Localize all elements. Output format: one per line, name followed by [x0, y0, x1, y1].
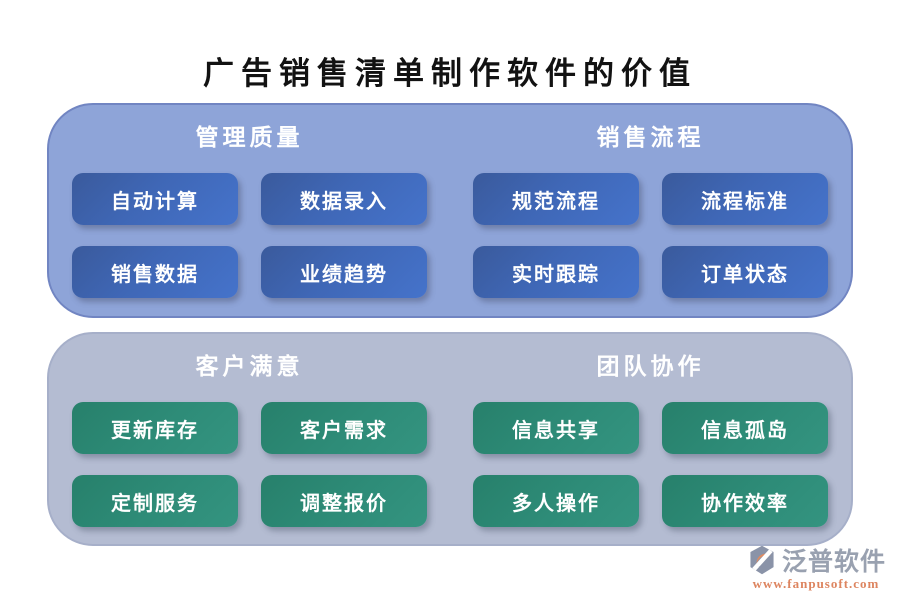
feature-button-sales-data[interactable]: 销售数据: [72, 246, 238, 298]
button-grid-customer-satisfaction: 更新库存 客户需求 定制服务 调整报价: [72, 402, 427, 527]
feature-button-customer-demand[interactable]: 客户需求: [261, 402, 427, 454]
section-header-customer-satisfaction: 客户满意: [195, 354, 304, 379]
feature-button-process-standard[interactable]: 流程标准: [662, 173, 828, 225]
brand-row: 泛普软件: [746, 542, 886, 578]
feature-button-auto-calculate[interactable]: 自动计算: [72, 173, 238, 225]
section-header-team-collaboration: 团队协作: [596, 354, 705, 379]
feature-button-custom-service[interactable]: 定制服务: [72, 475, 238, 527]
button-grid-team-collaboration: 信息共享 信息孤岛 多人操作 协作效率: [473, 402, 828, 527]
feature-button-info-sharing[interactable]: 信息共享: [473, 402, 639, 454]
section-sales-process: 销售流程 规范流程 流程标准 实时跟踪 订单状态: [450, 117, 851, 316]
feature-button-info-silo[interactable]: 信息孤岛: [662, 402, 828, 454]
feature-button-standardize-process[interactable]: 规范流程: [473, 173, 639, 225]
section-customer-satisfaction: 客户满意 更新库存 客户需求 定制服务 调整报价: [49, 346, 450, 544]
page-title: 广告销售清单制作软件的价值: [203, 56, 697, 91]
feature-button-collaboration-efficiency[interactable]: 协作效率: [662, 475, 828, 527]
section-header-management-quality: 管理质量: [195, 125, 304, 150]
button-grid-sales-process: 规范流程 流程标准 实时跟踪 订单状态: [473, 173, 828, 298]
feature-button-update-inventory[interactable]: 更新库存: [72, 402, 238, 454]
section-header-sales-process: 销售流程: [596, 125, 705, 150]
section-team-collaboration: 团队协作 信息共享 信息孤岛 多人操作 协作效率: [450, 346, 851, 544]
feature-button-adjust-quote[interactable]: 调整报价: [261, 475, 427, 527]
feature-button-order-status[interactable]: 订单状态: [662, 246, 828, 298]
section-management-quality: 管理质量 自动计算 数据录入 销售数据 业绩趋势: [49, 117, 450, 316]
panel-customer-team: 客户满意 更新库存 客户需求 定制服务 调整报价 团队协作 信息共享 信息孤岛 …: [47, 332, 853, 546]
brand-watermark: 泛普软件 www.fanpusoft.com: [746, 542, 886, 592]
panel-management-sales: 管理质量 自动计算 数据录入 销售数据 业绩趋势 销售流程 规范流程 流程标准 …: [47, 103, 853, 318]
feature-button-data-entry[interactable]: 数据录入: [261, 173, 427, 225]
button-grid-management-quality: 自动计算 数据录入 销售数据 业绩趋势: [72, 173, 427, 298]
feature-button-realtime-tracking[interactable]: 实时跟踪: [473, 246, 639, 298]
brand-name: 泛普软件: [781, 549, 886, 576]
feature-button-performance-trend[interactable]: 业绩趋势: [261, 246, 427, 298]
feature-button-multi-user-operation[interactable]: 多人操作: [473, 475, 639, 527]
fanpu-logo-icon: [746, 544, 778, 576]
brand-website: www.fanpusoft.com: [752, 576, 880, 591]
